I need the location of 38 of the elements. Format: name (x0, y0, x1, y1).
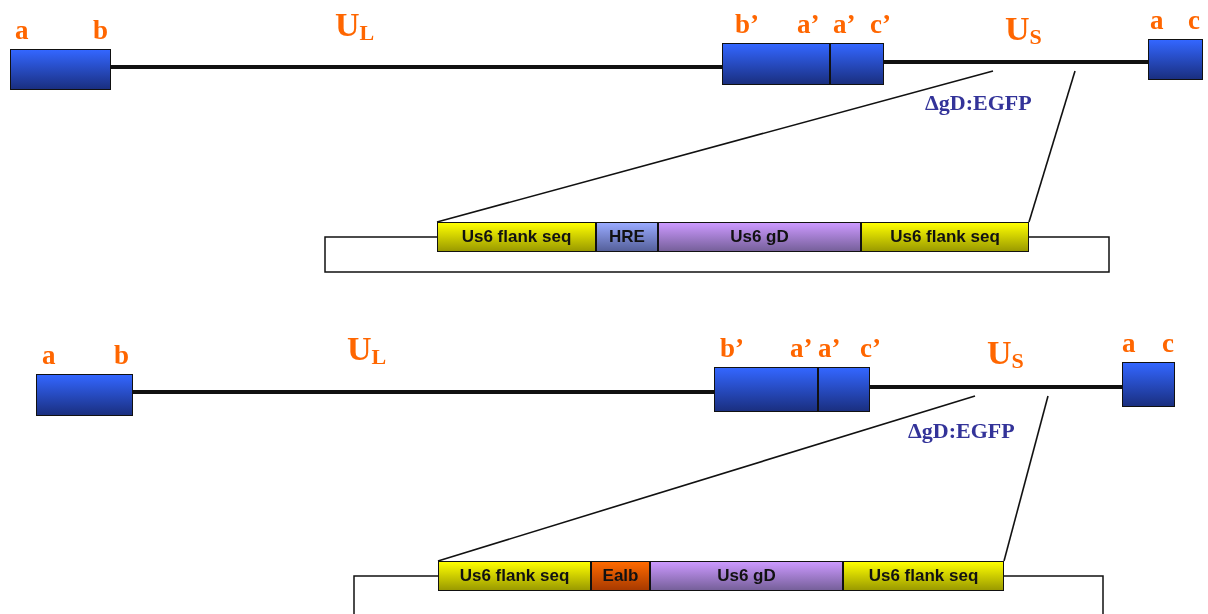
region-letter: b (114, 340, 130, 370)
region-letter: c’ (860, 333, 881, 363)
region-label: U$_{S}$ (1005, 10, 1042, 51)
sequence-segment: Us6 flank seq (438, 561, 591, 591)
sequence-segment: Us6 flank seq (437, 222, 596, 252)
region-label: U$_{L}$ (347, 330, 387, 371)
region-letter: b’ (720, 333, 744, 363)
region-letter: c (1162, 328, 1174, 358)
expansion-line (436, 70, 994, 223)
genome-line (884, 60, 1148, 64)
region-letter: a’ (818, 333, 841, 363)
construct-label: ΔgD:EGFP (908, 418, 1015, 444)
region-label: U$_{S}$ (987, 334, 1024, 375)
sequence-segment: Us6 flank seq (861, 222, 1029, 252)
genome-line (133, 390, 714, 394)
expansion-line (1028, 70, 1076, 223)
construct-label: ΔgD:EGFP (925, 90, 1032, 116)
gene-segment: Us6 gD (650, 561, 843, 591)
region-letter: a’ (797, 9, 820, 39)
region-letter: a’ (833, 9, 856, 39)
genome-line (111, 65, 722, 69)
region-letter: a’ (790, 333, 813, 363)
sequence-segment: Us6 flank seq (843, 561, 1004, 591)
region-letter: a (1150, 5, 1164, 35)
region-letter: a (15, 15, 29, 45)
expansion-line (1003, 395, 1049, 562)
expansion-line (437, 395, 976, 562)
region-label: U$_{L}$ (335, 6, 375, 47)
sequence-segment: Ealb (591, 561, 650, 591)
genome-line (870, 385, 1122, 389)
region-letter: b’ (735, 9, 759, 39)
region-letter: b (93, 15, 109, 45)
sequence-segment: HRE (596, 222, 658, 252)
gene-segment: Us6 gD (658, 222, 861, 252)
region-letter: c (1188, 5, 1200, 35)
region-letter: a (42, 340, 56, 370)
region-letter: a (1122, 328, 1136, 358)
region-letter: c’ (870, 9, 891, 39)
